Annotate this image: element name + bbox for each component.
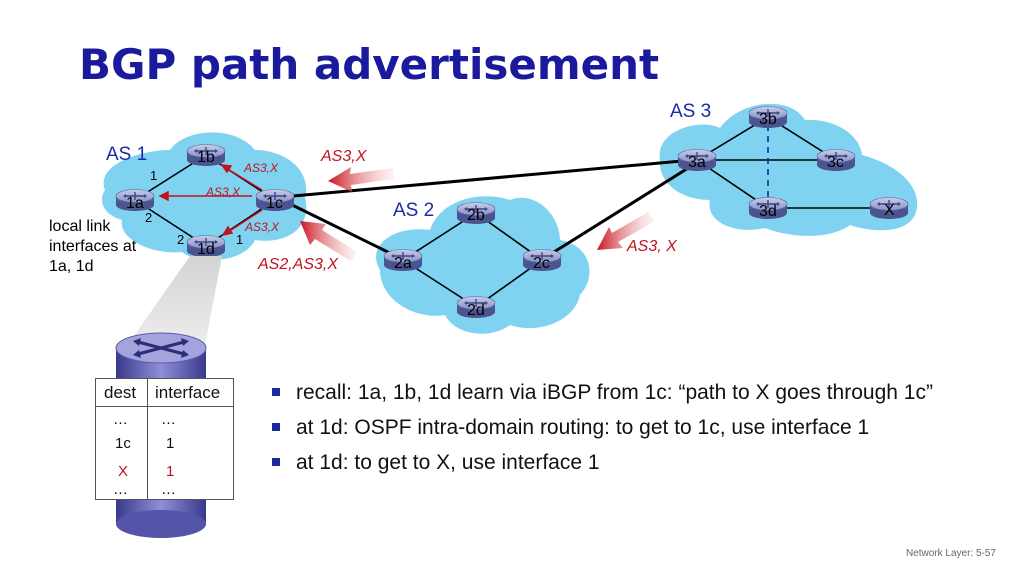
router-label-3d: 3d — [759, 203, 777, 220]
table-cell-dest: … — [113, 411, 128, 428]
bullet-square-icon — [272, 388, 280, 396]
bullet-text: recall: 1a, 1b, 1d learn via iBGP from 1… — [296, 381, 933, 404]
as2-cloud — [376, 196, 590, 334]
advert-3a-to-2c: AS3, X — [626, 238, 678, 255]
as3-label: AS 3 — [670, 101, 711, 122]
table-cell-dest-highlight: X — [118, 463, 129, 480]
interface-1a-1: 1 — [150, 168, 157, 183]
ibgp-arrows — [158, 164, 263, 237]
advert-3a-to-1c: AS3,X — [320, 148, 368, 165]
interface-1d-1: 1 — [236, 232, 243, 247]
slide-footer: Network Layer: 5-57 — [905, 548, 996, 559]
table-header-interface: interface — [155, 383, 221, 402]
slide-title: BGP path advertisement — [79, 40, 660, 89]
bullet-list: recall: 1a, 1b, 1d learn via iBGP from 1… — [270, 380, 1020, 485]
router-label-1a: 1a — [126, 195, 144, 212]
advert-ibgp-1b: AS3,X — [243, 161, 279, 175]
table-header-divider — [96, 406, 233, 407]
zoom-beam — [124, 256, 222, 350]
interface-1a-2: 2 — [145, 210, 152, 225]
ebgp-advert-arrow-from-2a — [300, 221, 357, 261]
router-label-3a: 3a — [688, 154, 706, 171]
router-label-1c: 1c — [266, 195, 283, 212]
advert-ibgp-1d: AS3,X — [244, 220, 280, 234]
local-link-note: local link interfaces at 1a, 1d — [49, 218, 137, 275]
table-cell-interface-highlight: 1 — [166, 463, 175, 480]
router-label-2c: 2c — [533, 255, 550, 272]
table-cell-interface: 1 — [166, 435, 175, 452]
table-cell-interface: … — [161, 481, 176, 498]
router-label-2b: 2b — [467, 207, 485, 224]
router-label-x: X — [884, 202, 895, 219]
forwarding-table: dest interface … … 1c 1 X 1 … … — [95, 378, 234, 500]
bullet-square-icon — [272, 423, 280, 431]
router-label-1d: 1d — [197, 241, 215, 258]
bullet-text: at 1d: OSPF intra-domain routing: to get… — [296, 416, 870, 439]
as1-label: AS 1 — [106, 144, 147, 165]
as3-cloud — [659, 103, 918, 236]
router-label-3c: 3c — [827, 154, 844, 171]
table-header-dest: dest — [104, 383, 137, 402]
table-cell-interface: … — [161, 411, 176, 428]
advert-ibgp-1a: AS3,X — [205, 185, 241, 199]
bullet-item: at 1d: to get to X, use interface 1 — [270, 450, 1020, 476]
advert-2a-to-1c: AS2,AS3,X — [257, 256, 339, 273]
table-column-divider — [147, 379, 148, 499]
ebgp-advert-arrow-to-1c — [328, 167, 394, 192]
router-label-1b: 1b — [197, 149, 215, 166]
bullet-text: at 1d: to get to X, use interface 1 — [296, 451, 600, 474]
ebgp-advert-arrow-to-2c — [597, 212, 654, 250]
router-label-2a: 2a — [394, 255, 412, 272]
table-cell-dest: 1c — [115, 435, 131, 452]
bullet-item: recall: 1a, 1b, 1d learn via iBGP from 1… — [270, 380, 1020, 406]
interface-1d-2: 2 — [177, 232, 184, 247]
bullet-item: at 1d: OSPF intra-domain routing: to get… — [270, 415, 1020, 441]
router-label-2d: 2d — [467, 302, 485, 319]
as2-label: AS 2 — [393, 200, 434, 221]
router-label-3b: 3b — [759, 111, 777, 128]
bullet-square-icon — [272, 458, 280, 466]
table-cell-dest: … — [113, 481, 128, 498]
